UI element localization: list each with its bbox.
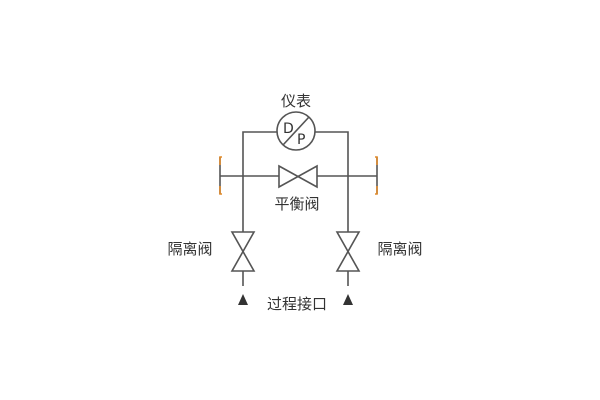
isolation-valve-left-icon [230,231,256,272]
isolation-valve-right-label: 隔离阀 [377,240,422,258]
gauge-letter-p: P [297,132,305,148]
balance-valve-icon [278,164,318,189]
dp-gauge-icon: D P [276,111,316,151]
process-connection-left-icon [238,294,248,305]
isolation-valve-right-icon [335,231,361,272]
process-connection-label: 过程接口 [267,295,327,313]
bracket-left [219,156,222,195]
process-connection-right-icon [343,294,353,305]
bracket-right [375,156,378,195]
balance-valve-label: 平衡阀 [274,195,319,213]
isolation-valve-left-label: 隔离阀 [167,240,212,258]
instrument-label: 仪表 [281,92,311,110]
gauge-letter-d: D [283,121,294,137]
